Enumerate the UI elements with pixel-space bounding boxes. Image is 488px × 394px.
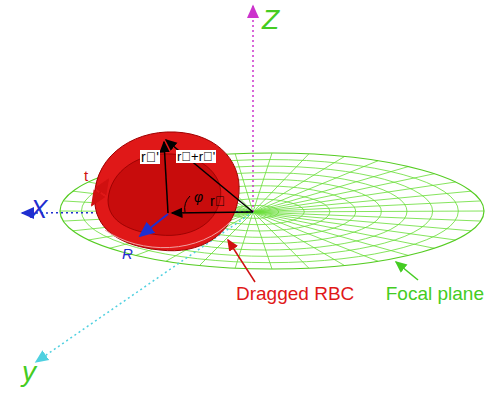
axis-label: y xyxy=(22,358,36,386)
angle-arc xyxy=(185,196,190,212)
thickness-arrow xyxy=(92,180,108,205)
vector-r xyxy=(172,212,253,213)
leader-line xyxy=(396,262,418,280)
part-label: r⃗+r⃗' xyxy=(176,150,216,163)
focal-plane-outline xyxy=(60,153,484,269)
dragged-rbc xyxy=(95,132,240,251)
z-axis xyxy=(252,6,254,212)
part-label: φ xyxy=(194,190,203,204)
part-label: Dragged RBC xyxy=(236,284,354,303)
vector-r-plus-r-prime xyxy=(166,140,253,212)
part-label: t xyxy=(84,168,88,183)
part-label: R xyxy=(122,246,133,261)
part-label: Focal plane xyxy=(386,284,484,303)
part-label: r⃗ xyxy=(210,194,225,208)
axis-label: Z xyxy=(262,6,279,34)
radius-arrow xyxy=(140,214,168,236)
axis-label: X xyxy=(30,196,47,222)
part-label: r⃗' xyxy=(140,150,160,164)
leader-line xyxy=(228,240,255,282)
vector-r-prime xyxy=(164,142,168,213)
focal-plane-mesh xyxy=(60,153,484,269)
